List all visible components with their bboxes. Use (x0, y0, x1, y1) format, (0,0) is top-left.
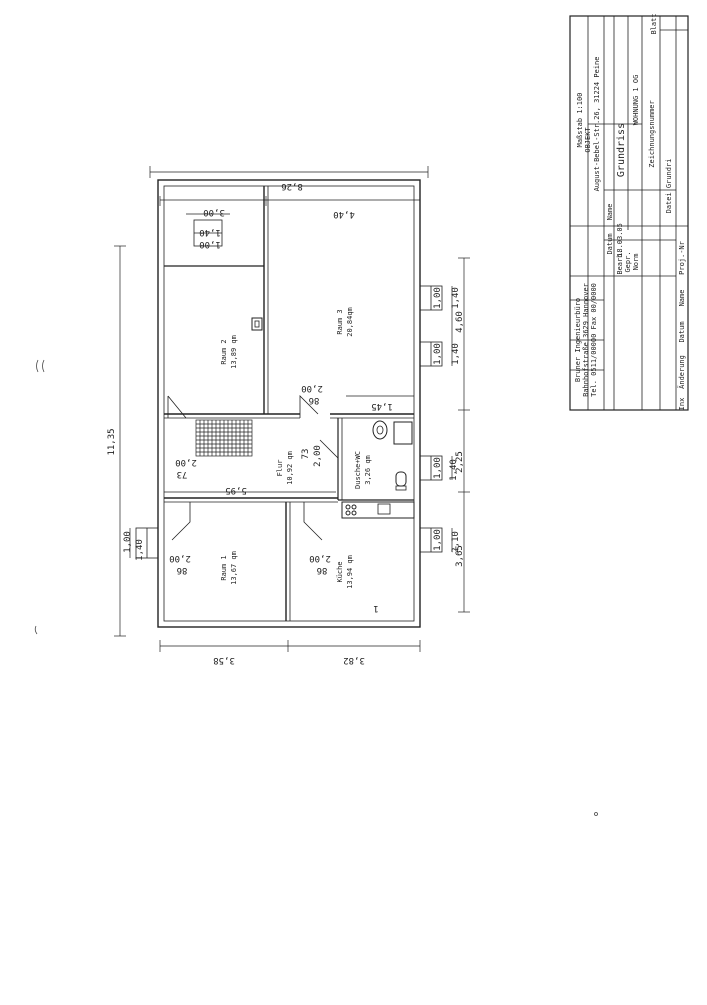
bath-name: Dusche+WC (354, 451, 362, 489)
tb-drawing-number: Zeichnungsnummer (648, 100, 656, 167)
tb-row-norm: Norm (632, 254, 640, 271)
mark-1: 1 (373, 603, 378, 613)
title-block (569, 15, 689, 411)
room2-area: 13,89 qm (230, 335, 238, 369)
tb-office-1: Bruner Ingenieurbüro (574, 298, 582, 382)
tb-office-3: Tel. 0511/00000 Fax 00/0000 (590, 283, 598, 397)
dim-left-1-00: 1,00 (123, 531, 133, 553)
door-room2-w: 86 (309, 395, 320, 405)
tb-footer-proj: Proj.-Nr (678, 241, 686, 275)
dim-3-58: 3,58 (213, 655, 235, 665)
window-left (135, 527, 159, 559)
tb-row-bearb: Bearb. (616, 249, 624, 274)
room1-name: Raum 1 (220, 555, 228, 580)
tb-drawing-title: Grundriss (616, 123, 627, 177)
outer-wall (157, 179, 421, 628)
door-swing-room3 (299, 395, 319, 418)
dim-3-82: 3,82 (343, 655, 365, 665)
dim-4-60: 4,60 (455, 311, 465, 333)
tb-row-bearb-date: 18.03.05 (616, 223, 624, 257)
tb-footer-change: Änderung (677, 355, 686, 389)
dim-1-00-top: 1,00 (199, 239, 221, 249)
tb-footer-name: Name (678, 290, 686, 307)
dim-1-40-c: 1,40 (449, 459, 459, 481)
dim-1-00-d: 1,00 (433, 529, 443, 551)
tb-scale: Maßstab 1:100 (576, 93, 584, 148)
room-labels: Raum 2 13,89 qm Raum 3 20,84qm Flur 10,9… (220, 307, 372, 589)
shower-tray (393, 421, 413, 445)
tb-footer-date: Datum (678, 321, 686, 342)
kitchen-counter (341, 501, 415, 519)
dim-2-25: 2,25 (455, 451, 465, 473)
outer-wall-inner (163, 185, 415, 622)
tb-address: August-Bebel-Str.26, 31224 Peine (593, 57, 601, 192)
window-2 (419, 341, 443, 367)
door-swing-stair (167, 395, 187, 419)
door-stair-h: 2,00 (175, 457, 197, 467)
floor-plan (114, 166, 470, 652)
room2-name: Raum 2 (220, 339, 228, 364)
bath-area: 3,26 qm (364, 455, 372, 485)
door-room2-h: 2,00 (301, 383, 323, 393)
sink (377, 503, 391, 515)
window-1 (419, 285, 443, 311)
room3-name: Raum 3 (336, 309, 344, 334)
dim-flur-73: 73 (301, 449, 311, 460)
kitchen-area: 13,94 qm (346, 555, 354, 589)
tb-row-gepr: Gepr. (624, 251, 632, 272)
chimney (251, 317, 263, 331)
dim-3-65: 3,65 (455, 545, 465, 567)
tb-col-datum: Datum (606, 233, 614, 254)
stove (345, 504, 351, 510)
dim-1-40-top: 1,40 (199, 227, 221, 237)
scan-marks (34, 359, 598, 816)
dim-flur-2-00: 2,00 (313, 445, 323, 467)
washbasin (372, 420, 388, 440)
dim-5-95: 5,95 (225, 485, 247, 495)
dim-4-40: 4,40 (333, 209, 355, 219)
door-room1-h: 2,00 (169, 553, 191, 563)
dim-left-1-40: 1,40 (135, 539, 145, 561)
dim-total-height: 11,35 (107, 428, 117, 455)
door-kitchen-w: 86 (317, 565, 328, 575)
flur-name: Flur (276, 460, 284, 477)
door-swing-bath (319, 439, 339, 459)
window-4 (419, 527, 443, 553)
window-top (193, 219, 223, 247)
dim-3-00: 3,00 (203, 207, 225, 217)
dimension-labels-vertical: 11,35 4,60 2,25 3,65 1,00 1,40 1,00 1,40… (107, 287, 465, 567)
dim-1-40-b: 1,40 (451, 343, 461, 365)
tb-col-name: Name (606, 204, 614, 221)
dim-total-width: 8,26 (281, 181, 303, 191)
door-room1-w: 86 (177, 565, 188, 575)
door-kitchen-h: 2,00 (309, 553, 331, 563)
window-3 (419, 455, 443, 481)
tb-office-2: Bahnhofstraße 3629 Hannover (582, 283, 590, 397)
dim-1-00-b: 1,00 (433, 343, 443, 365)
tb-sheet: Blatt (650, 13, 658, 34)
door-stair-w: 73 (177, 469, 188, 479)
room3-area: 20,84qm (346, 307, 354, 337)
dim-1-00-c: 1,00 (433, 457, 443, 479)
dim-2-10: 2,10 (451, 531, 461, 553)
title-block-text: Maßstab 1:100 OBJEKT August-Bebel-Str.26… (574, 13, 686, 410)
dim-1-40-a: 1,40 (451, 287, 461, 309)
dimension-lines (114, 166, 470, 652)
toilet (395, 471, 407, 487)
tb-project-label: OBJEKT (584, 127, 592, 153)
dim-1-00-a: 1,00 (433, 287, 443, 309)
tb-file: Datei Grundri (665, 159, 673, 214)
dimension-labels: 8,26 4,40 3,00 1,40 1,00 3,58 3,82 5,95 … (169, 181, 393, 665)
tb-drawing-subtitle: WOHNUNG 1 OG (632, 75, 640, 126)
dim-1-45: 1,45 (371, 401, 393, 411)
flur-area: 10,92 qm (286, 451, 294, 485)
door-swing-room1 (171, 502, 191, 541)
tb-footer-idx: Inx (678, 398, 686, 411)
door-swing-kitchen (303, 502, 323, 541)
room1-area: 13,67 qm (230, 551, 238, 585)
staircase (195, 419, 253, 457)
kitchen-name: Küche (336, 561, 344, 582)
